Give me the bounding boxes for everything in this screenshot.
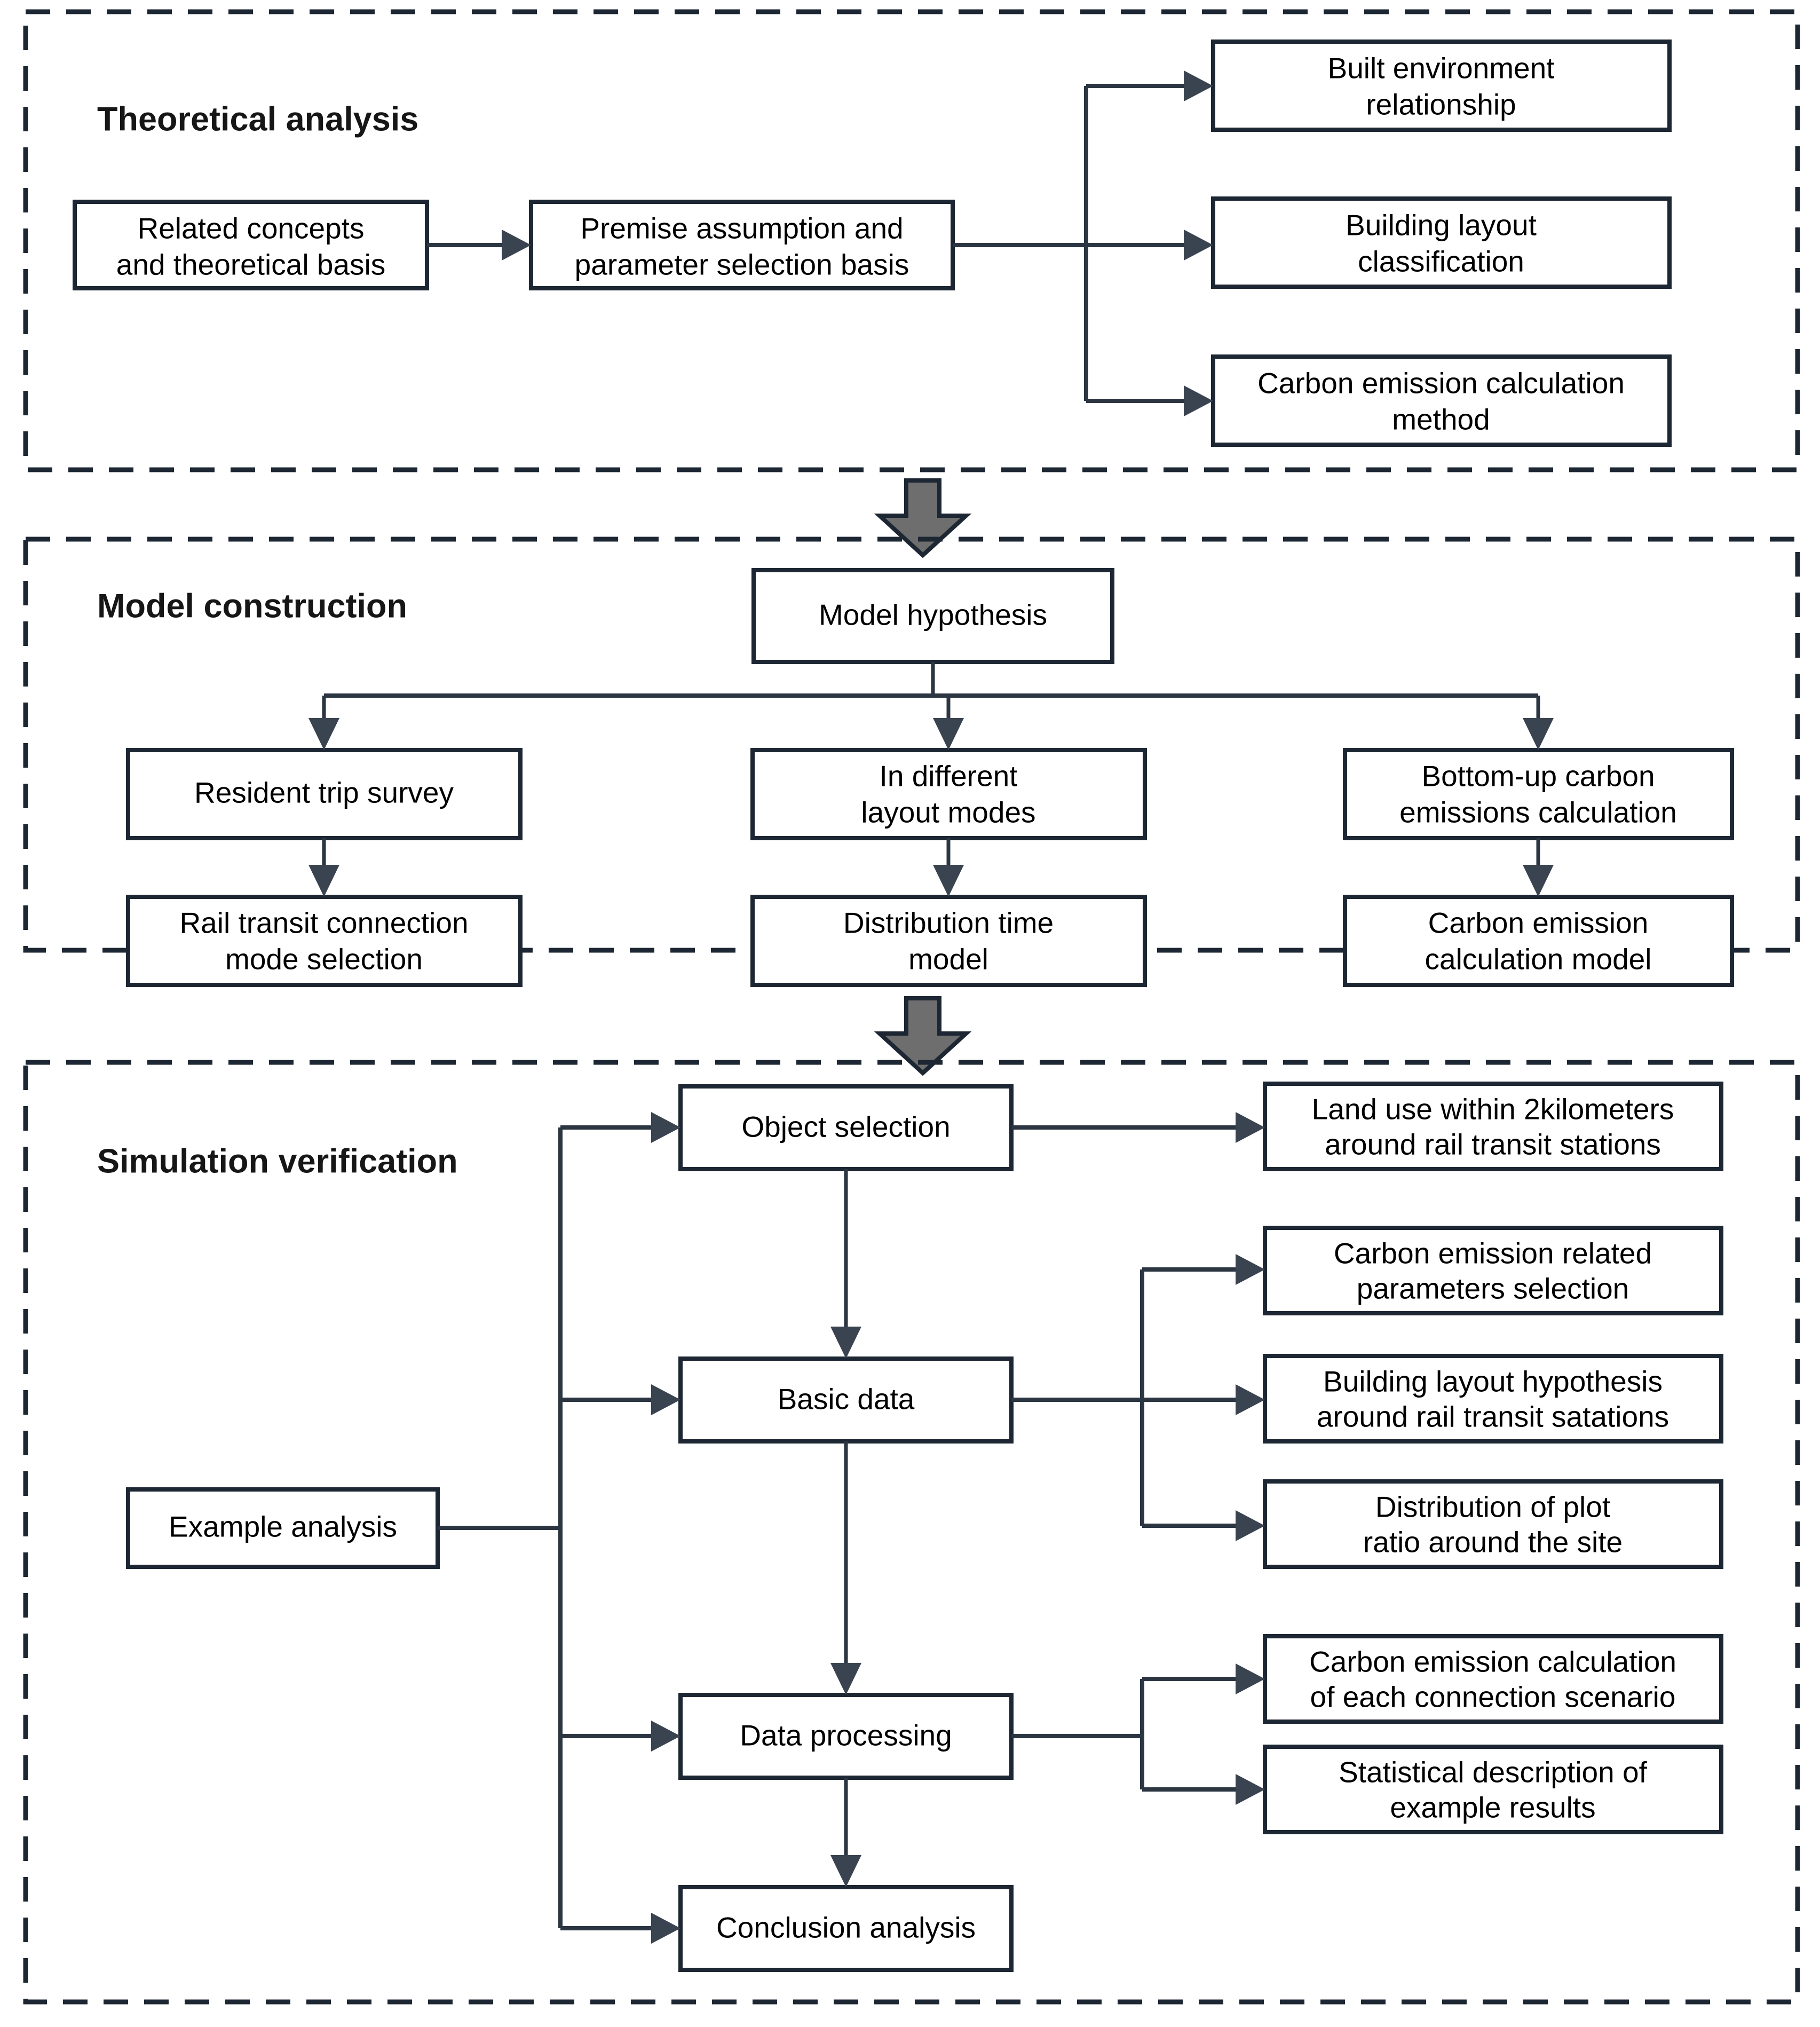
arrowhead-carbon-emission-each-connection <box>1236 1663 1265 1694</box>
node-carbon-emission-related-parameters-line2: parameters selection <box>1357 1272 1629 1305</box>
block-arrow-panel2-to-panel3 <box>874 996 972 1076</box>
arrowhead-related-to-premise <box>502 230 531 261</box>
arrowhead-statistical-description <box>1236 1774 1265 1805</box>
node-built-environment-line2: relationship <box>1366 88 1516 121</box>
node-carbon-emission-calculation-method-line1: Carbon emission calculation <box>1257 367 1625 400</box>
arrowhead-basic-data <box>651 1384 680 1415</box>
arrowhead-carbon-method <box>1184 385 1213 416</box>
panel-title-model-construction: Model construction <box>97 588 407 625</box>
node-carbon-emission-each-connection-line2: of each connection scenario <box>1310 1681 1676 1714</box>
node-building-layout-hypothesis-line1: Building layout hypothesis <box>1323 1365 1663 1398</box>
arrowhead-building-layout <box>1184 230 1213 261</box>
panel-theoretical-analysis <box>23 9 1800 472</box>
arrowhead-object-to-basic <box>830 1327 861 1359</box>
node-building-layout-classification[interactable] <box>1211 196 1672 289</box>
node-building-layout-hypothesis-line2: around rail transit satations <box>1317 1400 1669 1433</box>
node-carbon-emission-calculation-model-line1: Carbon emission <box>1428 906 1649 940</box>
node-land-use-2km[interactable] <box>1263 1082 1723 1171</box>
arrowhead-built-environment <box>1184 70 1213 101</box>
node-carbon-emission-related-parameters-line1: Carbon emission related <box>1334 1237 1652 1270</box>
node-model-hypothesis[interactable] <box>751 568 1114 664</box>
arrowhead-basic-to-dataproc <box>830 1663 861 1695</box>
node-land-use-2km-line2: around rail transit stations <box>1325 1128 1661 1161</box>
node-in-different-layout-modes[interactable] <box>750 748 1147 840</box>
arrowhead-resident-trip-survey <box>308 718 339 750</box>
node-premise-assumption-line2: parameter selection basis <box>575 248 909 281</box>
node-carbon-emission-calculation-method[interactable] <box>1211 354 1672 447</box>
node-premise-assumption-line1: Premise assumption and <box>580 212 903 245</box>
node-land-use-2km-line1: Land use within 2kilometers <box>1312 1093 1674 1126</box>
node-carbon-emission-related-parameters[interactable] <box>1263 1226 1723 1315</box>
node-carbon-emission-each-connection[interactable] <box>1263 1634 1723 1724</box>
node-resident-trip-survey-line1: Resident trip survey <box>194 776 454 809</box>
node-bottom-up-carbon-emissions-line1: Bottom-up carbon <box>1421 760 1655 793</box>
node-bottom-up-carbon-emissions-line2: emissions calculation <box>1399 796 1677 829</box>
panel-title-theoretical-analysis: Theoretical analysis <box>97 101 418 138</box>
node-statistical-description[interactable] <box>1263 1745 1723 1834</box>
arrowhead-distribution-time-model <box>933 865 964 897</box>
arrowhead-land-use-2km <box>1236 1112 1265 1143</box>
arrowhead-distribution-plot-ratio <box>1236 1510 1265 1541</box>
node-rail-transit-connection-mode-line2: mode selection <box>225 943 423 976</box>
node-carbon-emission-calculation-model[interactable] <box>1343 895 1734 987</box>
node-distribution-time-model-line2: model <box>908 943 988 976</box>
node-carbon-emission-calculation-model-line2: calculation model <box>1425 943 1652 976</box>
node-carbon-emission-each-connection-line1: Carbon emission calculation <box>1309 1645 1676 1678</box>
node-in-different-layout-modes-line2: layout modes <box>861 796 1035 829</box>
arrowhead-bottom-up-carbon <box>1523 718 1554 750</box>
panel-simulation-verification <box>23 1060 1800 2005</box>
arrowhead-rail-transit-connection <box>308 865 339 897</box>
panel-title-simulation-verification: Simulation verification <box>97 1143 458 1180</box>
node-example-analysis-line1: Example analysis <box>169 1510 397 1543</box>
node-rail-transit-connection-mode[interactable] <box>126 895 523 987</box>
arrowhead-carbon-emission-related-parameters <box>1236 1254 1265 1285</box>
node-basic-data-line1: Basic data <box>778 1383 915 1416</box>
node-data-processing[interactable] <box>678 1693 1014 1780</box>
node-conclusion-analysis-line1: Conclusion analysis <box>716 1911 976 1944</box>
arrowhead-conclusion-analysis <box>651 1913 680 1944</box>
node-carbon-emission-calculation-method-line2: method <box>1392 403 1490 436</box>
node-conclusion-analysis[interactable] <box>678 1885 1014 1972</box>
node-statistical-description-line2: example results <box>1390 1791 1595 1824</box>
node-object-selection-line1: Object selection <box>741 1110 950 1143</box>
node-built-environment-line1: Built environment <box>1328 52 1555 85</box>
arrowhead-in-different-layout-modes <box>933 718 964 750</box>
arrowhead-carbon-emission-calculation-model <box>1523 865 1554 897</box>
node-building-layout-classification-line1: Building layout <box>1346 209 1537 242</box>
node-model-hypothesis-line1: Model hypothesis <box>819 598 1047 632</box>
node-built-environment[interactable] <box>1211 40 1672 132</box>
node-related-concepts-line1: Related concepts <box>138 212 365 245</box>
arrowhead-building-layout-hypothesis <box>1236 1384 1265 1415</box>
node-distribution-time-model-line1: Distribution time <box>843 906 1054 940</box>
arrowhead-object-selection <box>651 1112 680 1143</box>
node-related-concepts[interactable] <box>73 200 429 290</box>
node-resident-trip-survey[interactable] <box>126 748 523 840</box>
panel-model-construction <box>23 537 1800 953</box>
node-building-layout-classification-line2: classification <box>1358 245 1524 278</box>
node-data-processing-line1: Data processing <box>740 1719 952 1752</box>
node-rail-transit-connection-mode-line1: Rail transit connection <box>179 906 468 940</box>
node-related-concepts-line2: and theoretical basis <box>116 248 385 281</box>
node-distribution-time-model[interactable] <box>750 895 1147 987</box>
node-building-layout-hypothesis[interactable] <box>1263 1354 1723 1444</box>
arrowhead-dataproc-to-conclusion <box>830 1855 861 1887</box>
node-distribution-plot-ratio-line1: Distribution of plot <box>1375 1490 1610 1524</box>
arrowhead-data-processing <box>651 1721 680 1752</box>
node-statistical-description-line1: Statistical description of <box>1339 1756 1647 1789</box>
node-distribution-plot-ratio[interactable] <box>1263 1479 1723 1569</box>
block-arrow-panel1-to-panel2 <box>874 478 972 558</box>
node-distribution-plot-ratio-line2: ratio around the site <box>1363 1526 1623 1559</box>
node-in-different-layout-modes-line1: In different <box>880 760 1018 793</box>
